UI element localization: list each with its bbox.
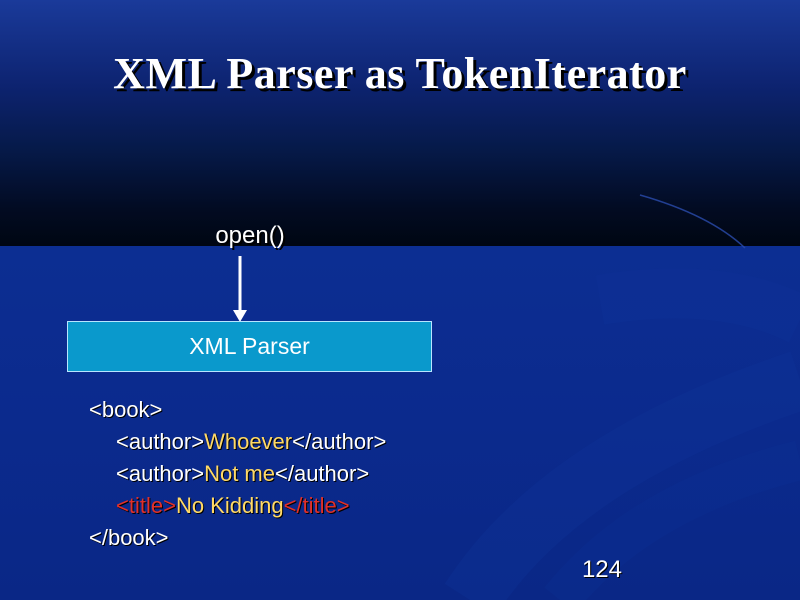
author-close-tag: </author> xyxy=(275,461,370,486)
title-open-tag: <title> xyxy=(116,493,176,518)
author-close-tag: </author> xyxy=(292,429,387,454)
open-method-label: open() xyxy=(215,222,285,249)
book-close-tag: </book> xyxy=(89,525,169,550)
xml-line-title: <title>No Kidding</title> xyxy=(89,490,386,522)
title-close-tag: </title> xyxy=(283,493,350,518)
page-number: 124 xyxy=(581,556,622,583)
xml-line-author-1: <author>Whoever</author> xyxy=(89,426,386,458)
author-value: Whoever xyxy=(204,429,293,454)
xml-token-listing: <book> <author>Whoever</author> <author>… xyxy=(89,394,386,554)
xml-line-book-close: </book> xyxy=(89,522,386,554)
slide-title: XML Parser as TokenIterator xyxy=(113,49,687,98)
down-arrow-icon xyxy=(233,256,247,322)
body-background xyxy=(0,246,800,600)
xml-parser-label: XML Parser xyxy=(189,333,310,359)
author-open-tag: <author> xyxy=(116,461,205,486)
title-value: No Kidding xyxy=(175,493,284,518)
xml-line-author-2: <author>Not me</author> xyxy=(89,458,386,490)
author-open-tag: <author> xyxy=(116,429,205,454)
header-gradient-band xyxy=(0,0,800,246)
xml-line-book-open: <book> xyxy=(89,394,386,426)
author-value: Not me xyxy=(204,461,275,486)
xml-parser-box: XML Parser xyxy=(67,321,432,372)
book-open-tag: <book> xyxy=(89,397,163,422)
